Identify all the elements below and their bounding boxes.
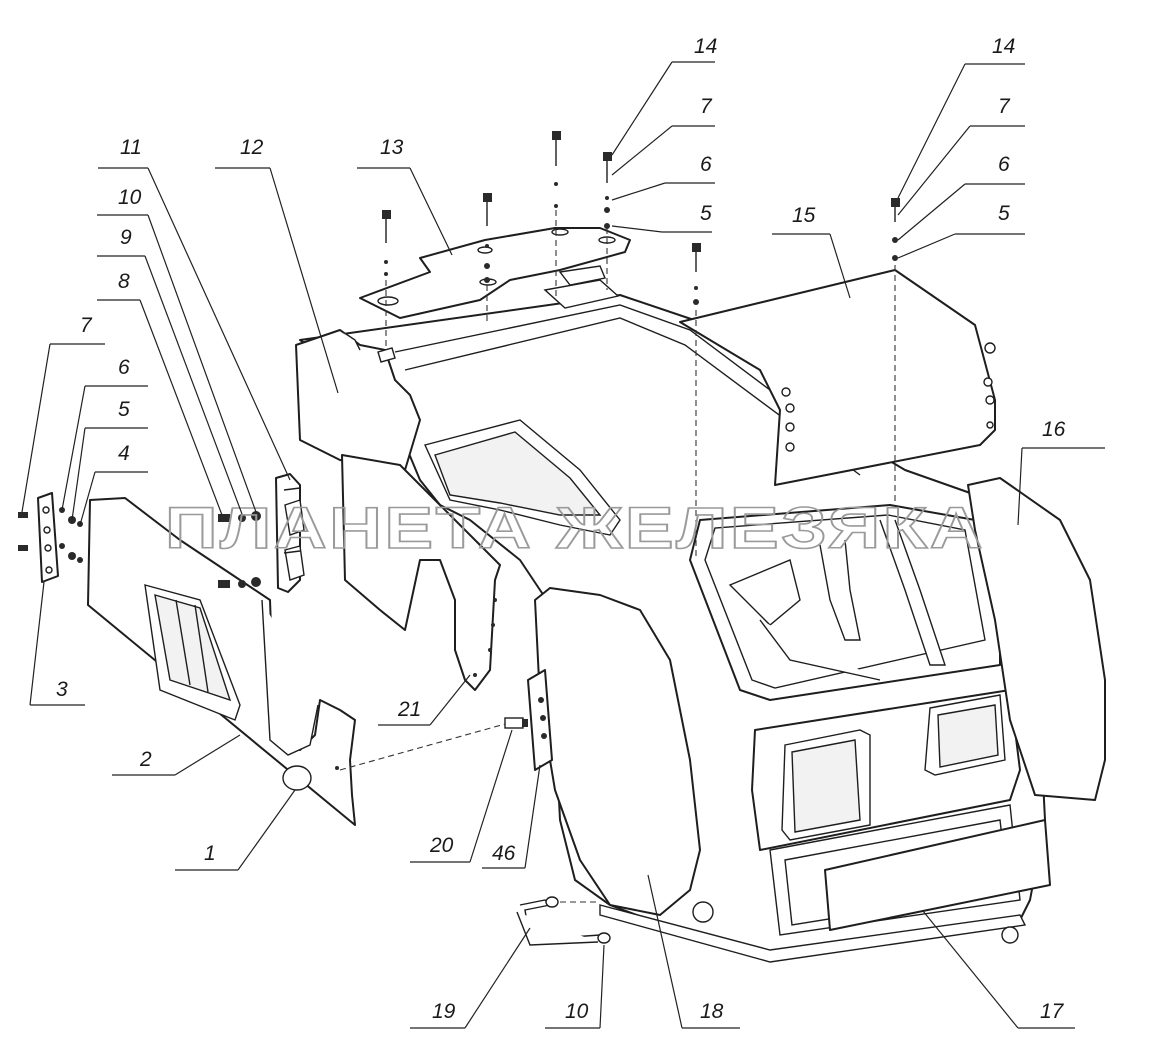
- left-front-side-panel: [534, 587, 701, 916]
- callout-6-top: 6: [700, 153, 712, 176]
- callout-16: 16: [1042, 418, 1066, 441]
- callout-21: 21: [397, 698, 421, 721]
- callout-11: 11: [120, 136, 142, 159]
- callout-5-top: 5: [700, 202, 712, 225]
- bolt-column-2: [483, 193, 492, 283]
- corner-bracket: [37, 492, 59, 583]
- callout-1: 1: [204, 842, 216, 865]
- callout-18: 18: [700, 1000, 724, 1023]
- callout-19: 19: [432, 1000, 456, 1023]
- bolt-column-4: [603, 152, 612, 229]
- callout-6-right: 6: [998, 153, 1010, 176]
- bolt-column-5: [692, 243, 701, 305]
- callout-2: 2: [139, 748, 152, 771]
- mounting-bracket: [359, 227, 631, 319]
- bolt-set-left: [18, 507, 83, 563]
- bolt-set-middle: [218, 487, 301, 588]
- washer: [545, 896, 611, 944]
- callout-15: 15: [792, 204, 816, 227]
- callout-14-right: 14: [992, 35, 1015, 58]
- side-bracket: [527, 669, 553, 771]
- callout-17: 17: [1040, 1000, 1065, 1023]
- callout-9: 9: [120, 226, 132, 249]
- callout-13: 13: [380, 136, 404, 159]
- callout-14-top: 14: [694, 35, 717, 58]
- support-rod: [516, 899, 601, 946]
- bolt-column-1: [382, 210, 391, 276]
- callout-5-right: 5: [998, 202, 1010, 225]
- hinge-bracket: [275, 473, 305, 593]
- callout-5-left: 5: [118, 398, 130, 421]
- inner-cover-plate: [341, 454, 501, 691]
- callout-7-top: 7: [700, 95, 713, 118]
- right-side-panel: [967, 477, 1106, 801]
- bolt-column-3: [552, 131, 561, 208]
- callout-6-left: 6: [118, 356, 130, 379]
- left-side-panel: [87, 497, 356, 826]
- callout-10-left: 10: [118, 186, 142, 209]
- assembly-lines: [339, 210, 896, 903]
- top-cover-panel: [679, 269, 996, 486]
- callouts: 14 7 6 5 14 7 6 5 13 15 12 11: [21, 35, 1105, 1029]
- bolt-column-6: [891, 198, 900, 261]
- callout-7-right: 7: [998, 95, 1011, 118]
- front-lower-plate: [824, 819, 1051, 931]
- callout-3: 3: [56, 678, 68, 701]
- fitting: [504, 717, 528, 729]
- fasteners: [18, 131, 900, 944]
- watermark-text: ПЛАНЕТА ЖЕЛЕЗЯКА: [165, 496, 985, 561]
- callout-10-bottom: 10: [565, 1000, 589, 1023]
- callout-12: 12: [240, 136, 264, 159]
- callout-8: 8: [118, 270, 130, 293]
- callout-20: 20: [429, 834, 454, 857]
- callout-46: 46: [492, 842, 516, 865]
- callout-4: 4: [118, 442, 130, 465]
- callout-7-left: 7: [80, 314, 93, 337]
